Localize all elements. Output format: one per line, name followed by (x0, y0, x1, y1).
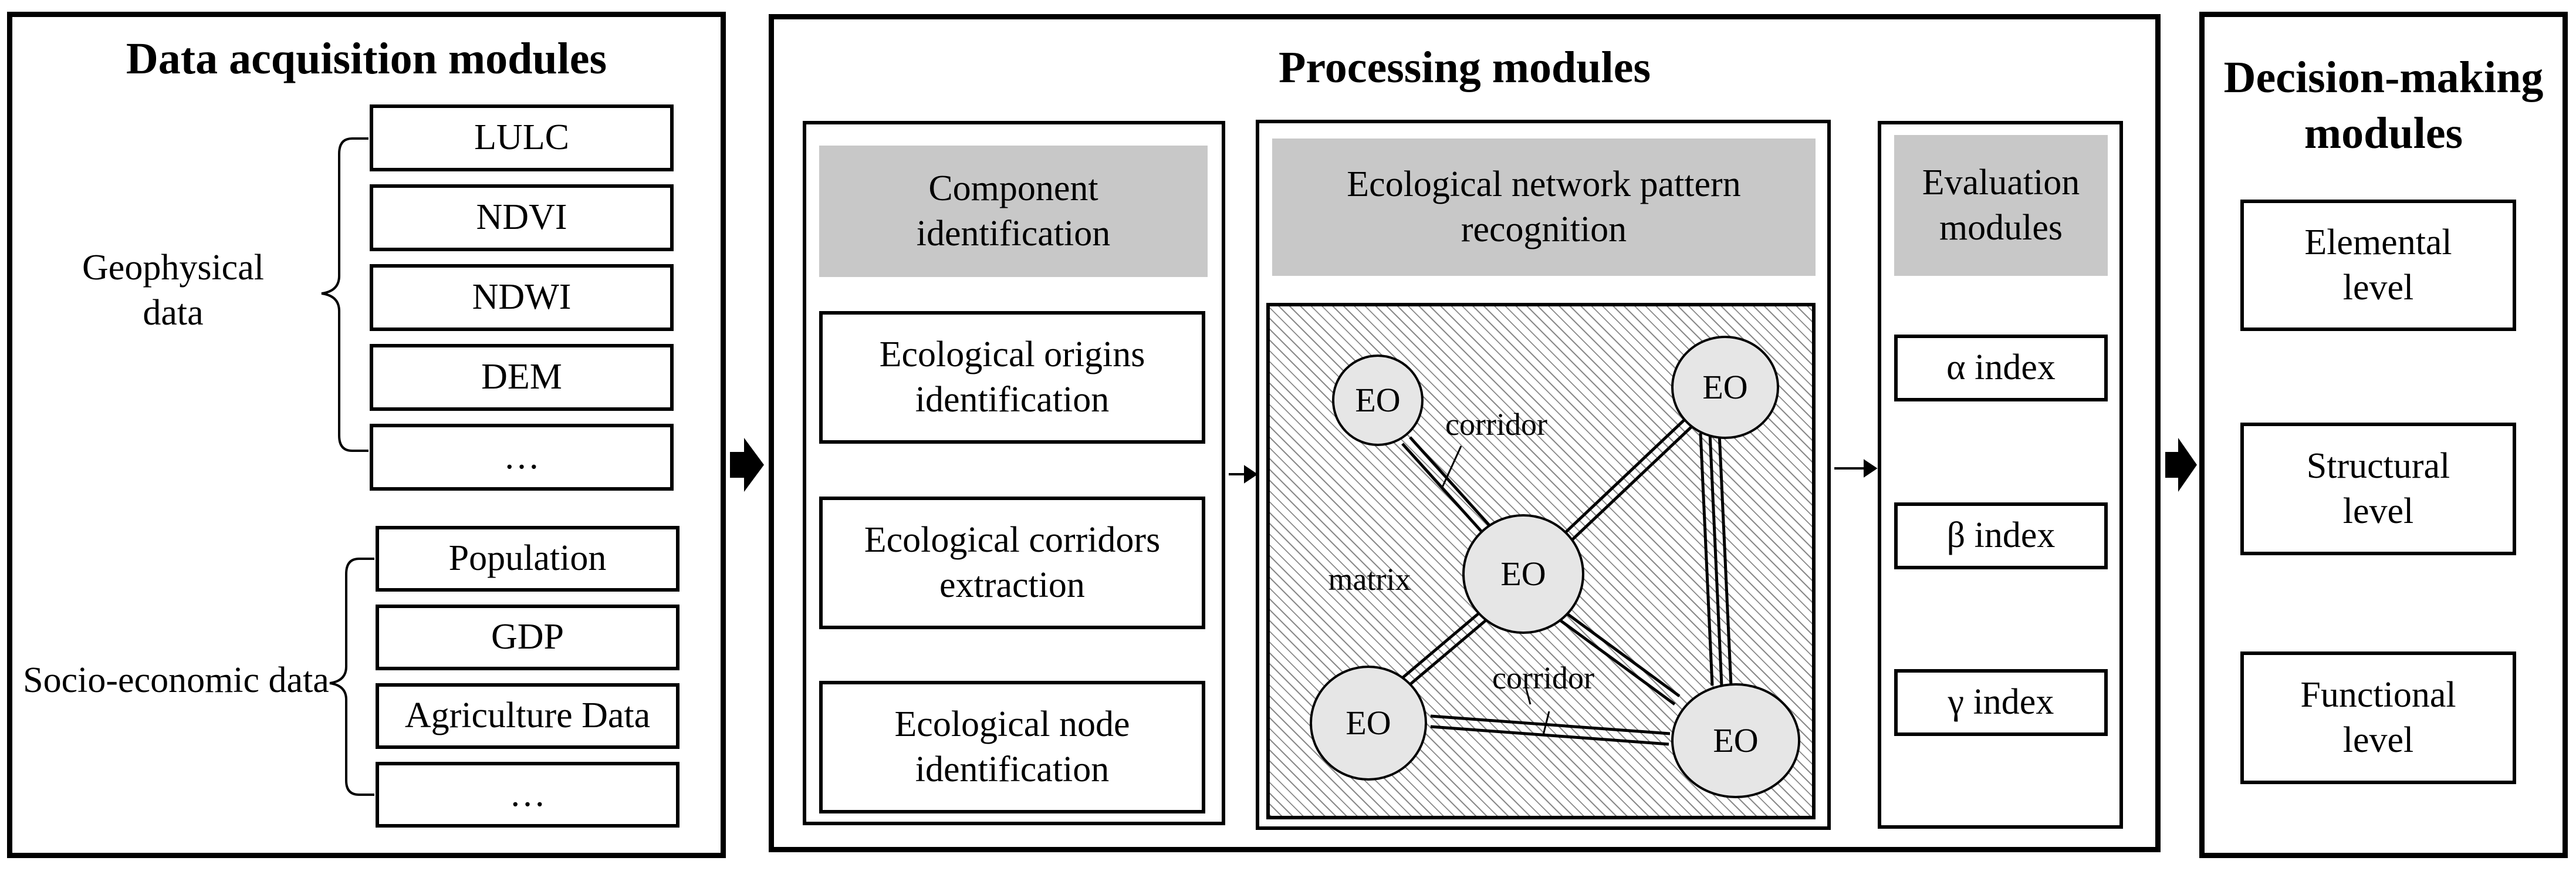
corridor-bottomleft-bottomright (1430, 714, 1671, 746)
evaluation-item-beta-label: β index (1946, 515, 2056, 556)
geophysical-item-ndwi (370, 264, 674, 331)
socio-item-more-label: … (509, 774, 546, 815)
corridor-label-bottom: corridor (1492, 660, 1594, 696)
arrow-pattern-to-evaluation (1834, 459, 1878, 478)
eo-node-bottomright (1671, 683, 1800, 798)
evaluation-modules-header: Evaluation modules (1894, 135, 2108, 276)
eo-node-topright (1671, 336, 1779, 439)
component-item-corridors-label: Ecological corridors extraction (864, 519, 1161, 606)
component-item-corridors (819, 497, 1205, 629)
arrow-processing-to-decision (2165, 438, 2197, 492)
geophysical-item-lulc (370, 104, 674, 171)
geophysical-item-dem-label: DEM (481, 357, 562, 397)
component-item-origins-label: Ecological origins identification (879, 334, 1145, 420)
eo-node-topleft (1332, 355, 1424, 446)
component-item-node (819, 681, 1205, 813)
matrix-label: matrix (1328, 562, 1411, 597)
socio-item-agriculture (376, 683, 680, 749)
decision-item-structural (2240, 423, 2516, 555)
pattern-recognition-header: Ecological network pattern recognition (1272, 139, 1816, 276)
decision-item-elemental (2240, 200, 2516, 331)
socio-economic-brace (329, 558, 374, 796)
corridor-label-leader-bottom-2 (1542, 711, 1550, 735)
geophysical-item-ndvi (370, 184, 674, 251)
corridor-label-leader-top (1441, 445, 1462, 488)
socio-item-gdp-label: GDP (491, 617, 564, 657)
eo-node-bottomleft (1310, 666, 1427, 781)
geophysical-item-more-label: … (503, 437, 540, 477)
geophysical-data-label: Geophysical data (82, 247, 264, 333)
decision-item-functional (2240, 651, 2516, 784)
evaluation-item-alpha-label: α index (1946, 347, 2056, 388)
evaluation-item-alpha (1894, 335, 2108, 401)
eo-node-center-label: EO (1500, 554, 1546, 593)
processing-title: Processing modules (1278, 42, 1651, 92)
evaluation-item-beta (1894, 502, 2108, 569)
component-item-node-label: Ecological node identification (894, 704, 1130, 790)
geophysical-item-more (370, 424, 674, 491)
decision-item-elemental-label: Elemental level (2304, 222, 2452, 308)
eo-node-bottomleft-label: EO (1346, 703, 1391, 742)
corridor-center-topright (1554, 417, 1695, 551)
eo-node-bottomright-label: EO (1713, 721, 1759, 759)
geophysical-item-lulc-label: LULC (474, 117, 569, 158)
arrow-acquisition-to-processing (730, 438, 764, 492)
socio-item-population-label: Population (448, 538, 607, 579)
corridor-label-leader-bottom (1524, 686, 1532, 705)
geophysical-item-ndvi-label: NDVI (476, 197, 567, 238)
geophysical-item-ndwi-label: NDWI (472, 277, 572, 318)
eo-node-center (1462, 514, 1584, 634)
arrow-component-to-pattern (1229, 465, 1258, 484)
corridor-topleft-center (1401, 436, 1497, 540)
evaluation-item-gamma (1894, 669, 2108, 736)
geophysical-item-dem (370, 344, 674, 411)
socio-item-population (376, 526, 680, 592)
data-acquisition-title: Data acquisition modules (126, 33, 607, 83)
socio-item-agriculture-label: Agriculture Data (404, 696, 651, 736)
eo-node-topleft-label: EO (1355, 380, 1401, 419)
decision-item-structural-label: Structural level (2306, 445, 2450, 532)
component-item-origins (819, 311, 1205, 444)
eo-node-topright-label: EO (1702, 367, 1748, 406)
decision-making-title: Decision-making modules (2223, 53, 2544, 158)
corridor-label-top: corridor (1445, 407, 1547, 443)
component-identification-header: Component identification (819, 146, 1208, 277)
socio-item-more (376, 762, 680, 828)
socio-economic-data-label: Socio-economic data (23, 660, 329, 701)
decision-item-functional-label: Functional level (2300, 674, 2456, 761)
socio-item-gdp (376, 605, 680, 670)
corridor-center-bottomleft (1398, 609, 1490, 689)
corridor-center-bottomright (1550, 604, 1681, 706)
geophysical-brace (321, 137, 369, 452)
evaluation-item-gamma-label: γ index (1948, 682, 2054, 723)
corridor-topright-bottomright (1699, 433, 1733, 686)
